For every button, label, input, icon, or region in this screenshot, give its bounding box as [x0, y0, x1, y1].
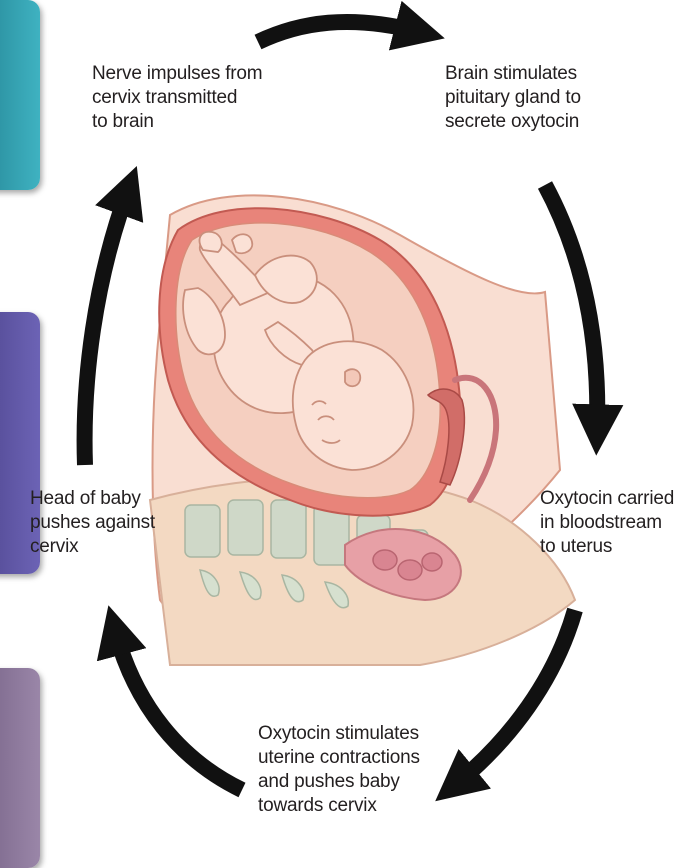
cycle-arrow-icon — [85, 190, 128, 465]
label-uterine-contractions: Oxytocin stimulates uterine contractions… — [258, 722, 420, 818]
label-oxytocin-bloodstream: Oxytocin carried in bloodstream to uteru… — [540, 487, 674, 559]
cycle-arrow-icon — [258, 22, 420, 42]
label-brain-stimulates: Brain stimulates pituitary gland to secr… — [445, 62, 581, 134]
label-head-of-baby: Head of baby pushes against cervix — [30, 487, 155, 559]
label-nerve-impulses: Nerve impulses from cervix transmitted t… — [92, 62, 262, 134]
